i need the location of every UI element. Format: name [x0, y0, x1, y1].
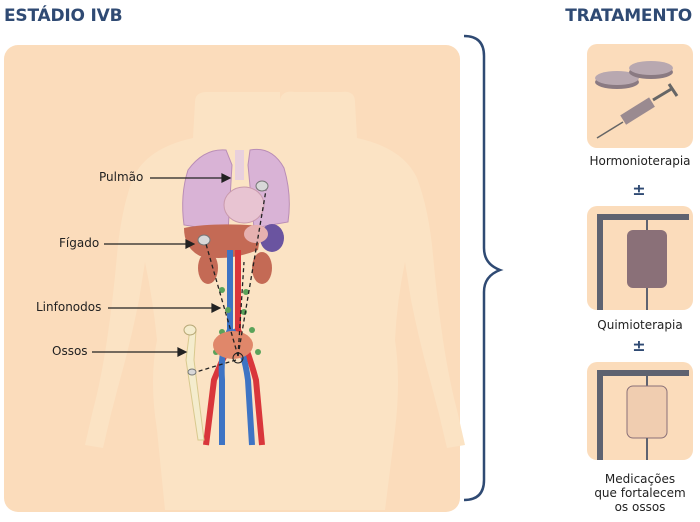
plus-minus-2: ± [632, 336, 646, 355]
iv-bag-light-icon [597, 370, 689, 460]
liver-lesion [197, 234, 211, 246]
label-arrows [92, 173, 232, 357]
chemotherapy-box [587, 206, 693, 310]
metastasis-paths [195, 189, 267, 373]
heart [223, 186, 265, 224]
label-chemotherapy: Quimioterapia [597, 318, 683, 332]
trachea [235, 150, 244, 180]
treatment-title: TRATAMENTO [565, 6, 692, 26]
left-lung [182, 149, 233, 233]
label-bones: Ossos [52, 344, 88, 358]
bone-lesion [183, 324, 197, 336]
right-kidney [252, 252, 272, 284]
plus-minus-1: ± [632, 180, 646, 199]
bracket [463, 34, 504, 502]
lung-lesion [255, 180, 269, 192]
left-kidney [198, 252, 218, 284]
label-lymph-nodes: Linfonodos [36, 300, 102, 314]
stomach [244, 225, 268, 243]
bladder [213, 331, 253, 359]
liver [184, 224, 262, 258]
label-hormone-therapy: Hormonioterapia [589, 154, 691, 168]
body-silhouette [85, 91, 465, 511]
label-lung: Pulmão [99, 170, 144, 184]
bone-medication-box [587, 362, 693, 460]
bone-med-line-2: que fortalecem [594, 486, 686, 500]
bone-med-line-1: Medicações [604, 472, 676, 486]
iv-bag-icon [597, 214, 689, 310]
syringe-icon [596, 83, 679, 139]
label-liver: Fígado [59, 236, 100, 250]
hormone-therapy-box [587, 44, 693, 148]
bone-lesion-2 [187, 368, 197, 376]
bone-med-line-3: os ossos [614, 500, 666, 514]
label-bone-medication: Medicações que fortalecem os ossos [575, 472, 700, 514]
pills-icon [595, 61, 673, 89]
stage-title: ESTÁDIO IVB [4, 6, 123, 26]
